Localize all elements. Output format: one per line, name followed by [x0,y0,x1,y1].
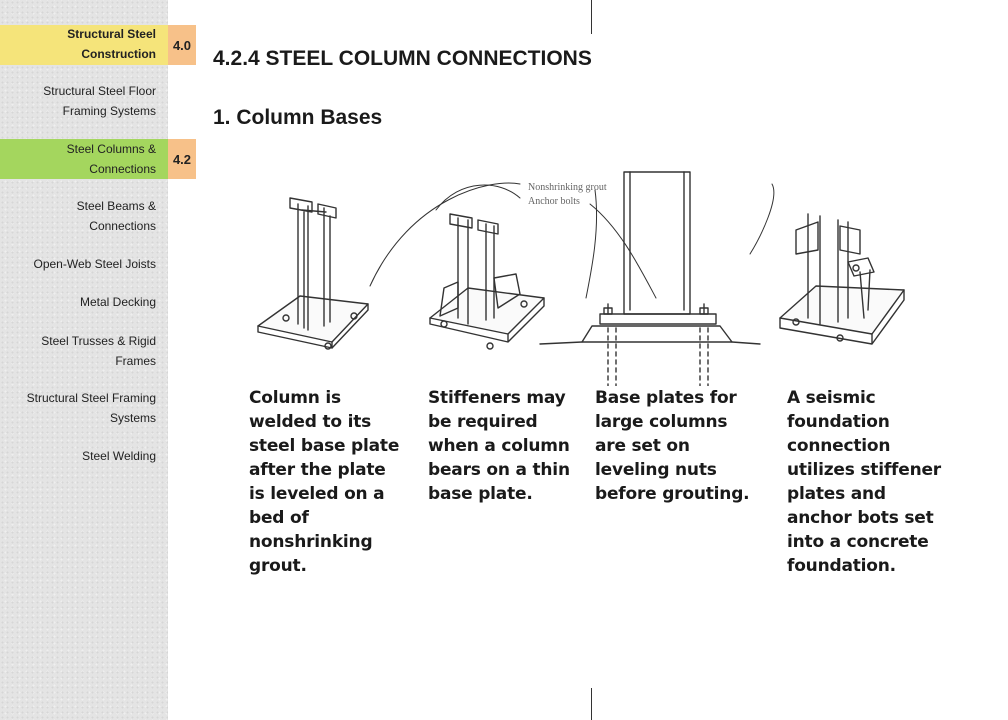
sidebar-item-label: Systems [109,411,156,425]
caption-seismic-connection: A seismic foundation connection utilizes… [787,386,941,578]
sidebar-item-label: Connections [89,219,156,233]
caption-line: before grouting. [595,484,750,504]
caption-line: A seismic [787,388,876,408]
caption-line: are set on [595,436,690,456]
sidebar-item-label: Connections [89,162,156,176]
sidebar-item-label: Frames [115,354,156,368]
sketch-leveling-nuts [539,171,761,386]
caption-line: into a concrete [787,532,929,552]
caption-line: Base plates for [595,388,737,408]
sidebar-item-structural-steel-construction[interactable]: Structural Steel Construction [6,24,156,64]
sidebar-item-columns-connections[interactable]: Steel Columns & Connections [6,139,156,179]
page-title: 4.2.4 STEEL COLUMN CONNECTIONS [213,47,592,70]
caption-line: base plate. [428,484,533,504]
sidebar-item-steel-welding[interactable]: Steel Welding [6,446,156,466]
sidebar-item-label: Framing Systems [62,104,156,118]
sidebar-nav: Structural Steel Construction Structural… [0,0,168,720]
caption-line: grout. [249,556,307,576]
sketch-stiffeners [429,213,545,350]
sidebar-item-label: Open-Web Steel Joists [33,257,156,271]
sidebar-item-trusses-rigid-frames[interactable]: Steel Trusses & Rigid Frames [6,331,156,371]
sketch-seismic-connection [779,213,905,345]
caption-line: when a column [428,436,570,456]
caption-welded-base-plate: Column is welded to its steel base plate… [249,386,399,578]
sidebar-item-framing-systems[interactable]: Structural Steel Framing Systems [6,388,156,428]
column-bases-illustration: Nonshrinking grout Anchor bolts [257,171,905,386]
nonshrinking-grout-callout: Nonshrinking grout [528,182,607,193]
caption-line: after the plate [249,460,386,480]
sidebar-item-label: Steel Columns & [66,142,156,156]
caption-line: nonshrinking [249,532,373,552]
anchor-bolts-callout: Anchor bolts [528,196,580,207]
sidebar-item-label: Metal Decking [79,295,156,309]
caption-line: is leveled on a [249,484,385,504]
topic-number-badge: 4.2 [168,139,196,179]
active-section-highlight [0,25,168,65]
sketch-welded-base-plate [257,197,369,350]
sidebar-item-label: Steel Beams & [76,199,156,213]
caption-line: plates and [787,484,886,504]
section-number-badge: 4.0 [168,25,196,65]
sidebar-item-label: Steel Trusses & Rigid [41,334,156,348]
sidebar-item-label: Structural Steel [67,27,156,41]
caption-line: foundation. [787,556,896,576]
sidebar-item-label: Structural Steel Floor [43,84,156,98]
section-subtitle: 1. Column Bases [213,106,383,129]
caption-line: steel base plate [249,436,400,456]
sidebar-item-open-web-joists[interactable]: Open-Web Steel Joists [6,254,156,274]
caption-line: bears on a thin [428,460,570,480]
caption-leveling-nuts: Base plates for large columns are set on… [595,386,750,506]
caption-line: connection [787,436,891,456]
sidebar-item-label: Construction [81,47,156,61]
sidebar-item-floor-framing[interactable]: Structural Steel Floor Framing Systems [6,81,156,121]
caption-line: be required [428,412,538,432]
caption-stiffeners: Stiffeners may be required when a column… [428,386,570,506]
caption-line: Column is [249,388,341,408]
sidebar-item-label: Steel Welding [82,449,156,463]
sidebar-item-label: Structural Steel Framing [26,391,156,405]
caption-line: Stiffeners may [428,388,566,408]
top-divider-line [591,0,592,34]
caption-line: leveling nuts [595,460,717,480]
caption-line: welded to its [249,412,372,432]
caption-line: utilizes stiffener [787,460,941,480]
caption-line: foundation [787,412,890,432]
caption-line: large columns [595,412,728,432]
sidebar-item-metal-decking[interactable]: Metal Decking [6,292,156,312]
sidebar-item-beams-connections[interactable]: Steel Beams & Connections [6,196,156,236]
caption-line: anchor bots set [787,508,934,528]
caption-line: bed of [249,508,309,528]
current-topic-highlight [0,139,168,179]
bottom-divider-line [591,688,592,720]
